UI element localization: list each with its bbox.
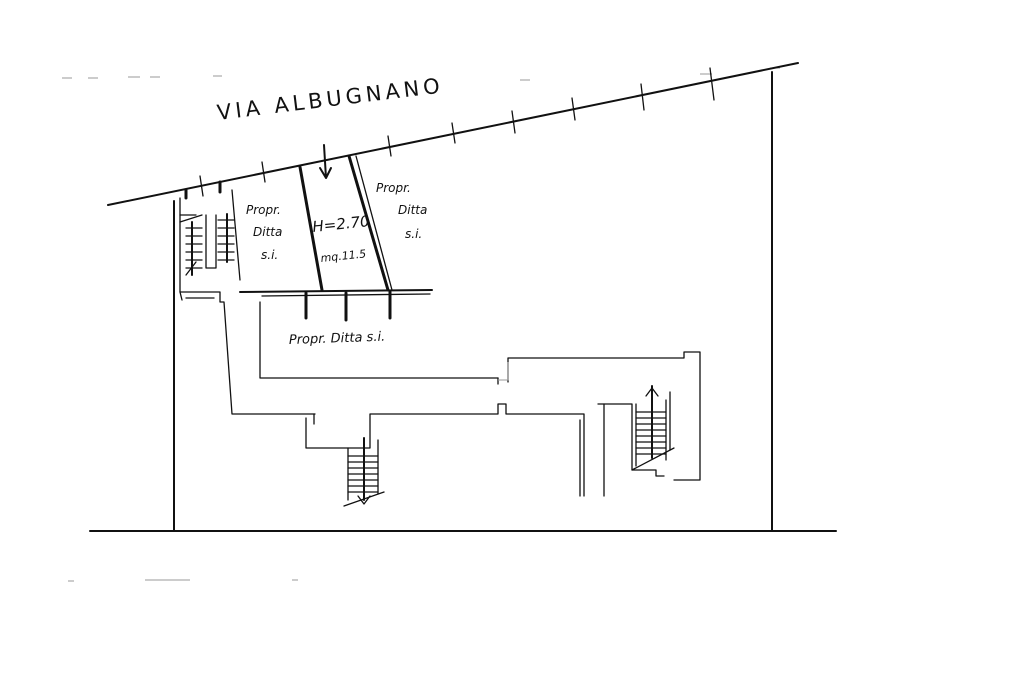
lower-left-staircase xyxy=(343,437,385,507)
room-wall-right-inner xyxy=(355,155,393,291)
entry-arrow xyxy=(319,144,332,179)
svg-text:Ditta: Ditta xyxy=(398,203,427,217)
svg-text:Ditta: Ditta xyxy=(253,225,282,239)
top-left-stair-room xyxy=(179,180,241,301)
corridor-grey-segment xyxy=(498,362,509,381)
room-area-label: mq.11.5 xyxy=(320,247,367,265)
corridor-walls xyxy=(179,291,701,497)
faint-dashes-top xyxy=(62,67,780,81)
lower-right-staircase xyxy=(631,385,675,471)
svg-text:s.i.: s.i. xyxy=(261,248,278,262)
room-wall-right xyxy=(347,154,390,292)
room-right-labels: Propr. Ditta s.i. xyxy=(376,181,427,241)
lower-area-label: Propr. Ditta s.i. xyxy=(289,330,386,348)
svg-text:s.i.: s.i. xyxy=(405,227,422,241)
svg-text:Propr.: Propr. xyxy=(246,203,281,217)
ceiling-height-label: H=2.70 xyxy=(312,212,371,236)
top-rooms-rear-wall xyxy=(239,289,433,322)
facade-tick-marks xyxy=(199,67,715,197)
room-wall-left xyxy=(298,165,324,292)
faint-dashes-bottom xyxy=(68,579,298,582)
svg-text:Propr.: Propr. xyxy=(376,181,411,195)
street-name-label: VIA ALBUGNANO xyxy=(216,73,445,125)
room-left-labels: Propr. Ditta s.i. xyxy=(246,203,282,262)
